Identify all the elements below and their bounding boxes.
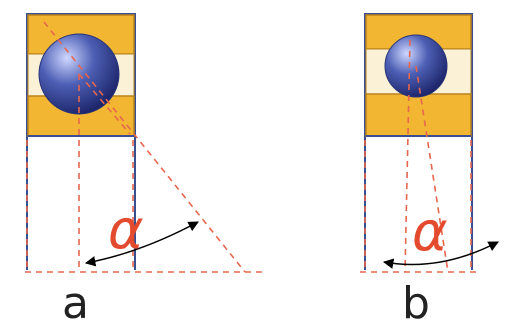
inner-race-b [365, 93, 472, 137]
caption-b: b [402, 278, 430, 325]
caption-a: a [62, 278, 89, 325]
alpha-symbol-b: α [412, 200, 448, 263]
figure-b: α b [360, 13, 499, 325]
figure-a: α a [25, 13, 265, 325]
alpha-symbol-a: α [108, 198, 144, 261]
angle-arc-b [382, 241, 499, 269]
angle-arc-a [84, 221, 199, 267]
